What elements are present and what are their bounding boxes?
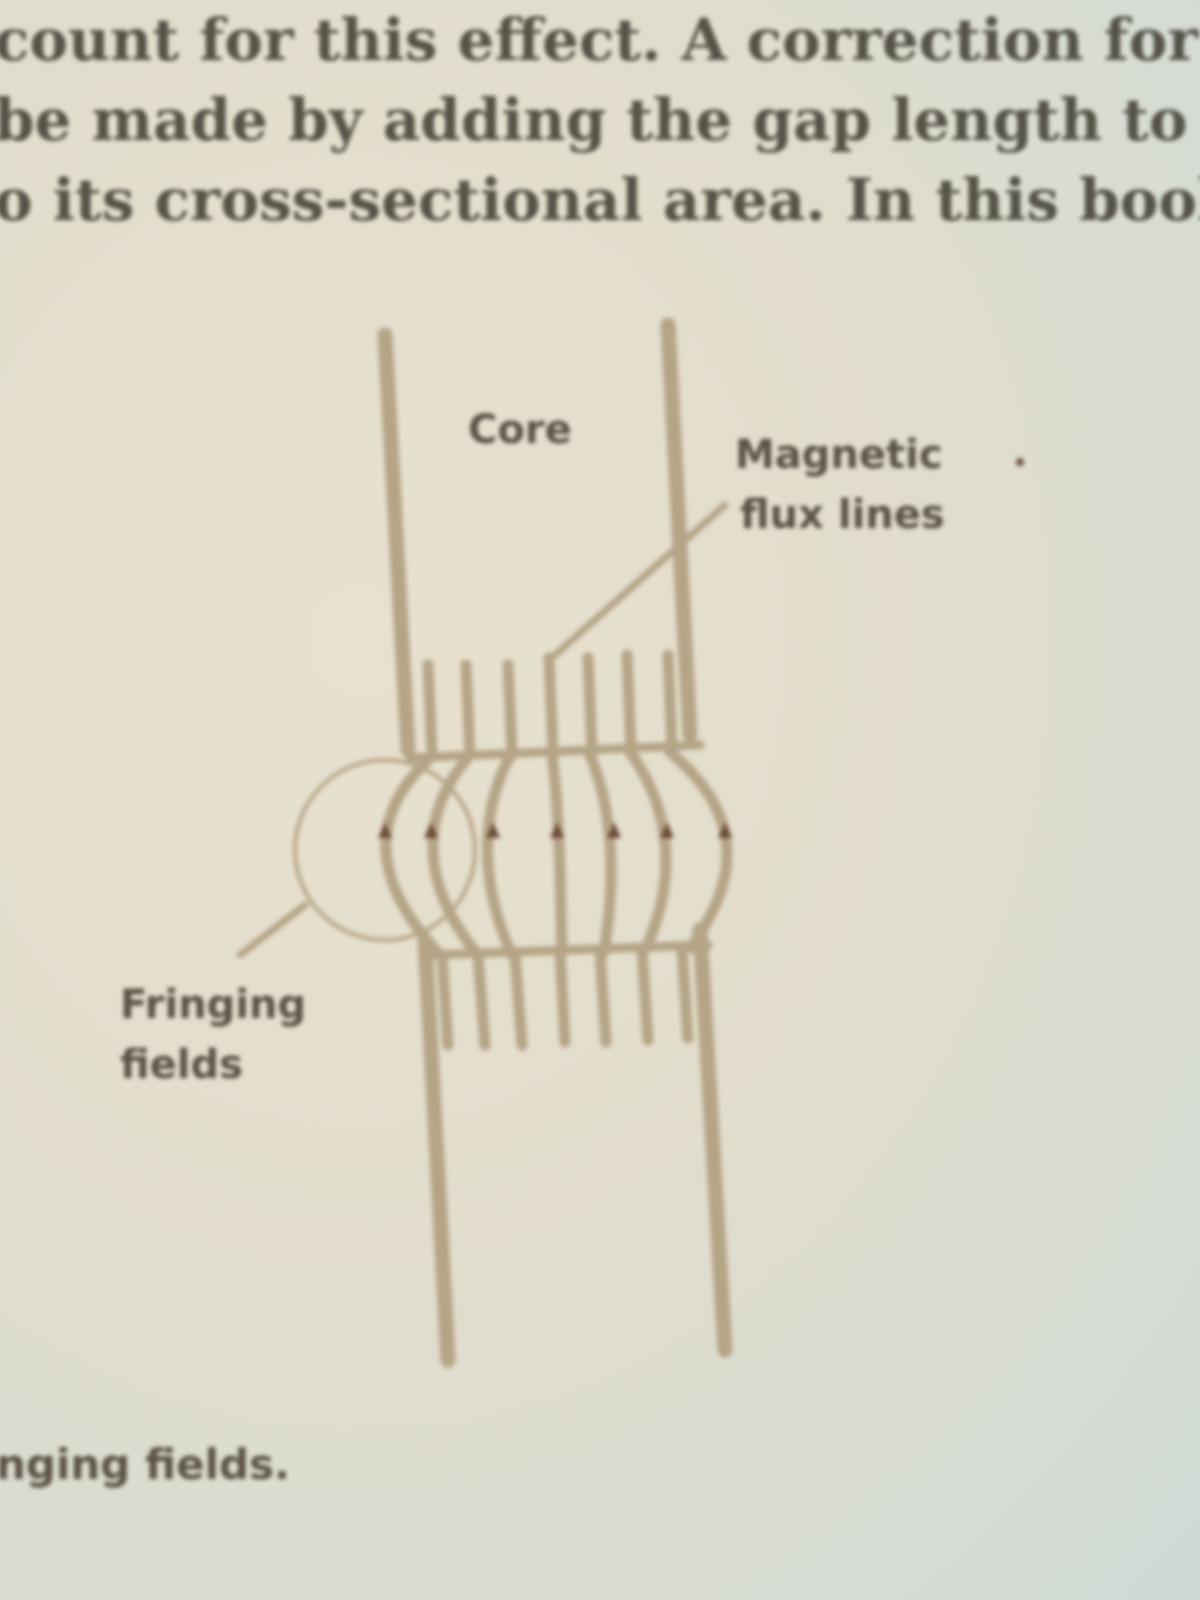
fringing-label-line1: Fringing [120, 982, 307, 1028]
body-text-line: be made by adding the gap length to [0, 86, 1188, 154]
leader-dot [1016, 458, 1024, 466]
flux-line-gap [584, 749, 617, 958]
core-right-edge-lower [692, 922, 733, 1358]
flux-arrowhead [486, 822, 500, 838]
flux-line-upper [422, 659, 438, 761]
flux-line-upper [543, 652, 559, 758]
flux-arrowhead [660, 822, 674, 838]
flux-arrowhead [607, 822, 621, 838]
fringing-highlight-circle [293, 758, 477, 942]
core-right-edge-upper [660, 317, 698, 743]
magnetic-flux-label-line1: Magnetic [735, 432, 943, 478]
flux-line-lower [509, 949, 528, 1051]
flux-arrowhead [424, 822, 438, 838]
core-left-edge-lower [417, 932, 456, 1368]
fringing-label-line2: fields [120, 1042, 243, 1088]
magnetic-flux-label-line2: flux lines [740, 492, 945, 538]
flux-line-gap [624, 746, 672, 956]
core-left-edge-upper [377, 327, 416, 758]
body-text: count for this effect. A correction for … [0, 0, 1200, 240]
fringing-leader [236, 901, 309, 959]
flux-line-upper [582, 652, 598, 758]
flux-line-lower [436, 949, 454, 1051]
flux-line-upper [662, 649, 678, 756]
flux-line-gap [664, 746, 733, 954]
flux-line-upper [502, 659, 518, 761]
flux-line-upper [621, 649, 637, 756]
flux-line-gap [546, 749, 568, 958]
flux-line-lower [676, 942, 694, 1044]
core-label: Core [468, 407, 572, 453]
body-text-line: count for this effect. A correction for … [0, 6, 1200, 74]
flux-line-lower [472, 949, 491, 1051]
magnetic-flux-leader [551, 501, 729, 659]
flux-line-gap [427, 754, 484, 961]
flux-arrowhead [378, 822, 392, 838]
flux-arrowhead [718, 822, 732, 838]
flux-line-lower [594, 946, 612, 1048]
figure-caption: nging fields. [0, 1440, 290, 1489]
flux-line-gap [380, 754, 446, 961]
flux-line-upper [460, 659, 476, 761]
flux-line-gap [482, 754, 518, 961]
body-text-line: o its cross-sectional area. In this book… [0, 166, 1200, 234]
flux-arrowhead [550, 822, 564, 838]
flux-line-lower [554, 946, 571, 1048]
flux-line-lower [636, 944, 654, 1046]
